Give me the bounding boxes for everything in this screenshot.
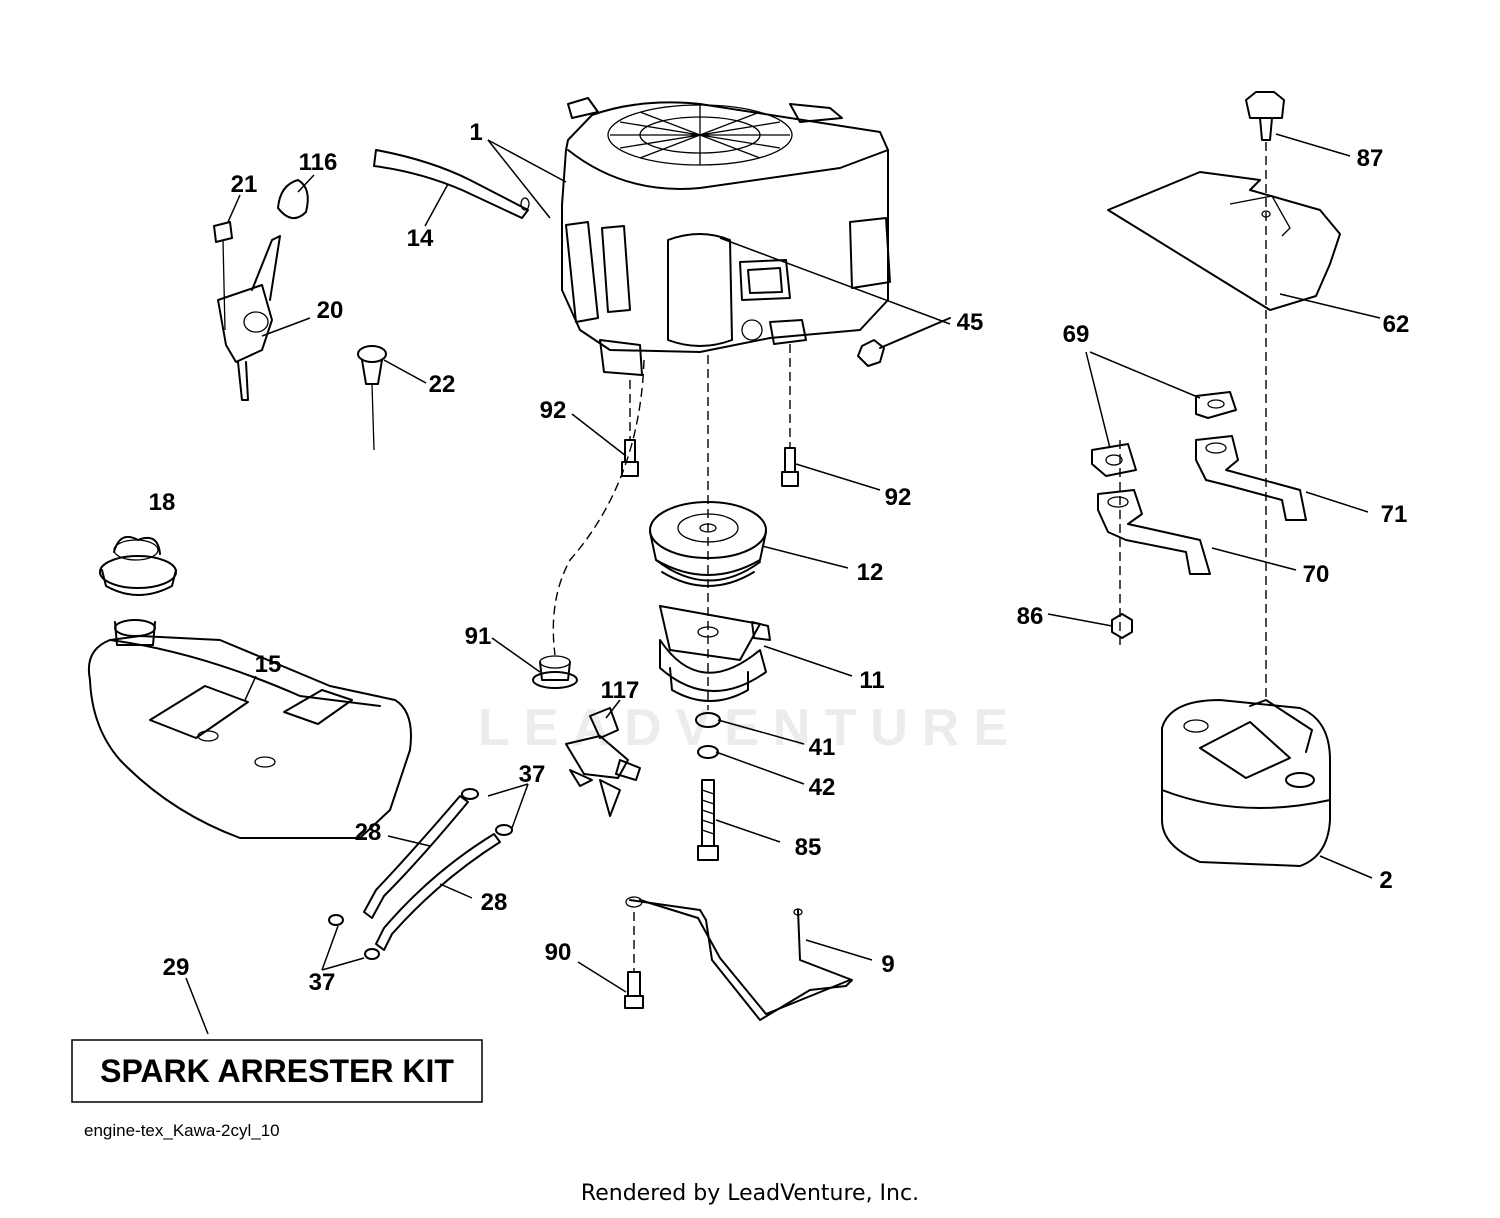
callout-15: 15	[255, 651, 282, 678]
knob-87-drawing	[1245, 91, 1285, 700]
rod-drawing	[625, 896, 853, 1021]
callout-14: 14	[407, 225, 434, 252]
callout-92-left: 92	[540, 397, 567, 424]
watermark: LEADVENTURE	[478, 699, 1022, 757]
nut-86-drawing	[1111, 613, 1133, 639]
fuel-hose-drawing	[373, 149, 529, 219]
callout-11: 11	[859, 667, 884, 694]
callout-85: 85	[795, 834, 822, 861]
bolt-85-drawing	[697, 779, 719, 861]
callout-116: 116	[299, 149, 338, 176]
spark-arrester-kit-box: SPARK ARRESTER KIT	[71, 1039, 483, 1103]
fuel-tank-drawing	[88, 619, 412, 839]
callout-69: 69	[1063, 321, 1090, 348]
callout-117: 117	[601, 677, 640, 704]
callout-37-top: 37	[519, 761, 546, 788]
spark-arrester-kit-label: SPARK ARRESTER KIT	[100, 1053, 454, 1089]
callout-91: 91	[465, 623, 492, 650]
callout-42: 42	[809, 774, 836, 801]
callout-41: 41	[809, 734, 836, 761]
bolt-92-right-drawing	[781, 447, 799, 487]
throttle-control-drawing	[217, 235, 281, 401]
exhaust-pipe-71-drawing	[1195, 435, 1307, 521]
callout-1: 1	[469, 119, 482, 146]
exhaust-gaskets-drawing	[1091, 391, 1237, 477]
callout-20: 20	[317, 297, 344, 324]
drawing-code: engine-tex_Kawa-2cyl_10	[84, 1121, 280, 1140]
bolt-45-drawing	[857, 317, 951, 367]
callout-90: 90	[545, 939, 572, 966]
callout-70: 70	[1303, 561, 1330, 588]
callout-9: 9	[881, 951, 894, 978]
callout-92-right: 92	[885, 484, 912, 511]
exhaust-pipe-70-drawing	[1097, 489, 1211, 575]
callout-labels: 1 116 21 14 20 22 45 92 92 18 12 15 91 1…	[149, 119, 1410, 996]
callout-87: 87	[1357, 145, 1384, 172]
callout-71: 71	[1381, 501, 1408, 528]
callout-22: 22	[429, 371, 456, 398]
callout-12: 12	[857, 559, 884, 586]
choke-knob-drawing	[357, 345, 387, 451]
leader-lines	[185, 133, 1381, 1035]
callout-62: 62	[1383, 311, 1410, 338]
fuel-valve-drawing	[565, 707, 641, 817]
bushing-drawing	[532, 655, 578, 689]
electric-clutch-drawing	[659, 605, 771, 702]
bolt-92-left-drawing	[621, 439, 639, 477]
heat-shield-drawing	[1107, 171, 1341, 311]
fuel-cap-drawing	[99, 536, 177, 596]
fuel-line-drawing	[328, 788, 513, 960]
callout-28-lower: 28	[481, 889, 508, 916]
callout-2: 2	[1379, 867, 1392, 894]
callout-28-upper: 28	[355, 819, 382, 846]
pulley-drawing	[649, 501, 767, 587]
callout-86: 86	[1017, 603, 1044, 630]
callout-21: 21	[231, 171, 258, 198]
callout-45: 45	[957, 309, 984, 336]
bolt-21-drawing	[213, 221, 233, 331]
throttle-knob-drawing	[277, 179, 309, 219]
engine-drawing	[561, 97, 891, 376]
bolt-90-drawing	[624, 912, 644, 1009]
muffler-drawing	[1161, 699, 1331, 867]
footer-credit: Rendered by LeadVenture, Inc.	[581, 1181, 919, 1206]
callout-37-bottom: 37	[309, 969, 336, 996]
callout-29: 29	[163, 954, 190, 981]
callout-18: 18	[149, 489, 176, 516]
